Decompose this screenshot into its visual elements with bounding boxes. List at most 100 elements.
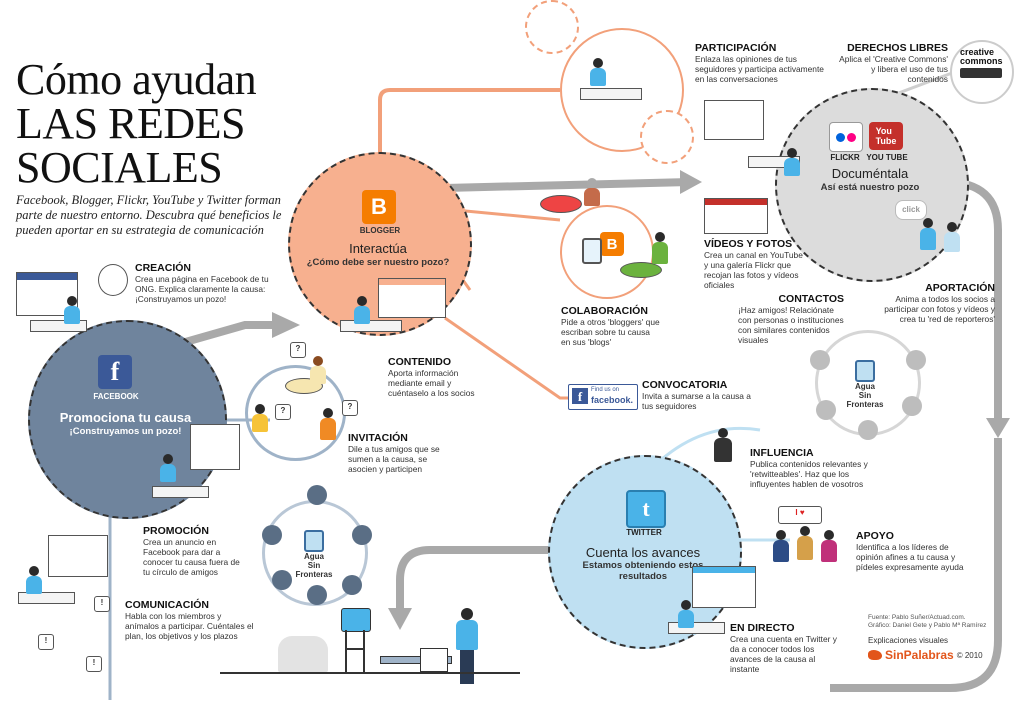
contenido-heading: CONTENIDO: [388, 356, 451, 368]
endirecto-text: Crea una cuenta en Twitter y da a conoce…: [730, 634, 837, 674]
title-line-2: LAS REDES: [16, 99, 245, 148]
credits-grafico: Gráfico: Daniel Gete y Pablo Mª Ramírez: [868, 622, 987, 629]
person-documentala: [782, 148, 802, 188]
round-table: [540, 195, 582, 213]
credits: Fuente: Pablo Suñer/Actuad.com. Gráfico:…: [868, 614, 1018, 662]
flickr-logo-icon: [829, 122, 863, 152]
aportacion-text: Anima a todos los socios a participar co…: [884, 294, 995, 324]
contactos-heading: CONTACTOS: [778, 293, 844, 305]
find-us-on-facebook-badge[interactable]: f Find us on facebook.: [568, 384, 638, 410]
apoyo-heading: APOYO: [856, 530, 894, 542]
section-endirecto: EN DIRECTO Crea una cuenta en Twitter y …: [730, 622, 845, 674]
gray-figures-right-ring: [810, 320, 930, 440]
person-creacion: [62, 296, 82, 336]
person-influencia: [712, 428, 734, 484]
bubble-invitacion-2: ?: [275, 404, 291, 420]
credits-brand: SinPalabras: [885, 648, 954, 662]
twitter-feed-screen: [692, 566, 756, 608]
gray-figures-left-ring: [262, 485, 372, 605]
blogger-logo-icon: B: [362, 190, 396, 224]
participacion-heading: PARTICIPACIÓN: [695, 42, 777, 54]
bubble-comunicacion-2: !: [38, 634, 54, 650]
colaboracion-circle: [560, 205, 654, 299]
flickr-hub-subtitle: Así está nuestro pozo: [820, 182, 920, 193]
participation-mini-circle-2: [640, 110, 694, 164]
videos-text: Crea un canal en YouTube y una galería F…: [704, 250, 803, 290]
section-videos: VÍDEOS Y FOTOS Crea un canal en YouTube …: [704, 238, 809, 290]
comunicacion-heading: COMUNICACIÓN: [125, 599, 209, 611]
promocion-heading: PROMOCIÓN: [143, 525, 209, 537]
facebook-logo-label: FACEBOOK: [93, 392, 139, 401]
bubble-comunicacion-3: !: [86, 656, 102, 672]
apoyo-text: Identifica a los líderes de opinión afin…: [856, 542, 964, 572]
agua-logo-right: Agua Sin Fronteras: [843, 360, 887, 409]
agua-label-4: Sin Fronteras: [846, 391, 884, 409]
agua-logo-left: Agua Sin Fronteras: [292, 530, 336, 579]
youtube-channel-screen: [704, 198, 768, 234]
findus-line-1: Find us on: [591, 387, 620, 393]
facebook-ad-screen: [190, 424, 240, 470]
title-line-1: Cómo ayudan: [16, 55, 257, 104]
contactos-text: ¡Haz amigos! Relaciónate con personas o …: [738, 305, 844, 345]
findus-line-2: facebook.: [591, 395, 634, 405]
plan-board: [48, 535, 108, 577]
person-invitacion-1: [250, 404, 270, 444]
twitter-hub-circle: [548, 455, 742, 649]
gray-crowd: [278, 636, 328, 672]
blogger-logo-label: BLOGGER: [359, 226, 401, 235]
person-presenter: [452, 608, 482, 688]
bubble-apoyo: I ♥: [778, 506, 822, 524]
influencia-text: Publica contenidos relevantes y 'retwitt…: [750, 459, 868, 489]
flickr-logo-label: FLICKR: [830, 153, 860, 162]
promocion-text: Crea un anuncio en Facebook para dar a c…: [143, 537, 240, 577]
youtube-logo-label: YOU TUBE: [866, 153, 908, 162]
water-tower-icon: [335, 608, 375, 672]
invitacion-text: Dile a tus amigos que se sumen a la caus…: [348, 444, 440, 474]
section-derechos: DERECHOS LIBRES Aplica el 'Creative Comm…: [838, 42, 948, 84]
colaboracion-text: Pide a otros 'bloggers' que escriban sob…: [561, 317, 660, 347]
page-title: Cómo ayudan LAS REDES SOCIALES: [16, 58, 266, 190]
section-convocatoria: CONVOCATORIA Invita a sumarse a la causa…: [642, 379, 752, 411]
bubble-comunicacion-1: !: [94, 596, 110, 612]
desk-comunicacion: [18, 592, 75, 604]
flickr-youtube-hub-circle: [775, 88, 969, 282]
creacion-heading: CREACIÓN: [135, 262, 192, 274]
water-pipe: [380, 656, 452, 664]
credits-explicaciones: Explicaciones visuales: [868, 636, 949, 645]
person-endirecto: [676, 600, 696, 640]
person-participacion: [588, 58, 608, 98]
colaboracion-heading: COLABORACIÓN: [561, 305, 648, 317]
endirecto-heading: EN DIRECTO: [730, 622, 795, 634]
facebook-hub-subtitle: ¡Construyamos un pozo!: [69, 426, 182, 437]
participation-mini-circle-1: [525, 0, 579, 54]
credits-fuente: Fuente: Pablo Suñer/Actuad.com.: [868, 614, 966, 621]
intro-text: Facebook, Blogger, Flickr, YouTube y Twi…: [16, 193, 282, 237]
derechos-text: Aplica el 'Creative Commons' y libera el…: [839, 54, 948, 84]
blogger-hub-subtitle: ¿Cómo debe ser nuestro pozo?: [306, 257, 450, 268]
invitacion-heading: INVITACIÓN: [348, 432, 408, 444]
agua-label-2: Sin Fronteras: [295, 561, 333, 579]
person-aportacion-2: [942, 222, 962, 274]
section-aportacion: APORTACIÓN Anima a todos los socios a pa…: [880, 282, 995, 324]
section-participacion: PARTICIPACIÓN Enlaza las opiniones de tu…: [695, 42, 825, 84]
section-creacion: CREACIÓN Crea una página en Facebook de …: [135, 262, 275, 304]
twitter-logo-label: TWITTER: [626, 528, 662, 537]
flickr-gallery-screen: [704, 100, 764, 140]
creative-commons-logo-icon: creative commons: [960, 48, 1020, 78]
videos-heading: VÍDEOS Y FOTOS: [704, 238, 793, 250]
convocatoria-heading: CONVOCATORIA: [642, 379, 728, 391]
bubble-invitacion-3: ?: [342, 400, 358, 416]
influencia-heading: INFLUENCIA: [750, 447, 814, 459]
aportacion-heading: APORTACIÓN: [925, 282, 995, 294]
section-apoyo: APOYO Identifica a los líderes de opinió…: [856, 530, 976, 572]
twitter-hub-title: Cuenta los avances: [585, 545, 701, 560]
agua-label-1: Agua: [304, 552, 324, 561]
section-invitacion: INVITACIÓN Dile a tus amigos que se sume…: [348, 432, 448, 474]
cc-line-1: creative: [960, 47, 995, 57]
section-comunicacion: COMUNICACIÓN Habla con los miembros y an…: [125, 599, 255, 641]
person-apoyo-2: [796, 526, 814, 580]
person-apoyo-1: [772, 530, 790, 580]
credits-year: © 2010: [956, 650, 983, 660]
bubble-creacion: [98, 264, 128, 296]
flickr-hub-title: Documéntala: [831, 166, 909, 181]
